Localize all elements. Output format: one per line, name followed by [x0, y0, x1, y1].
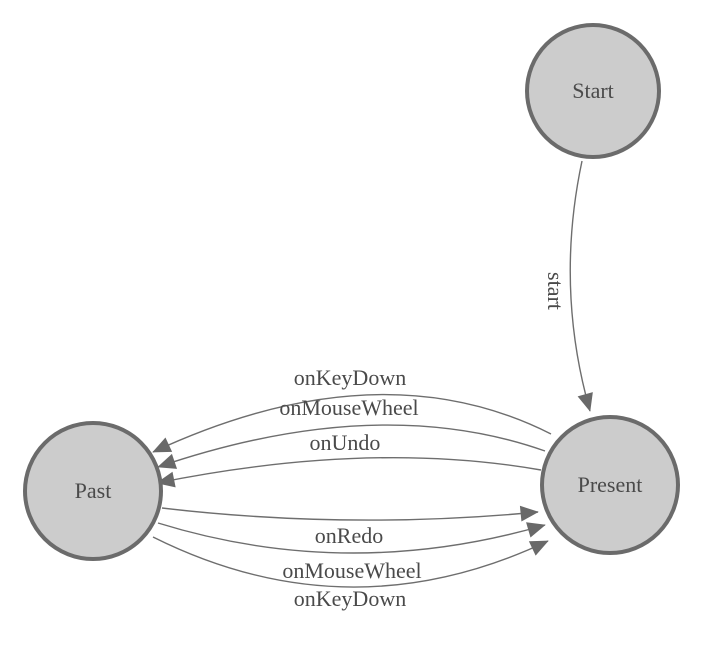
- edge-label-onmousewheel-bottom: onMouseWheel: [282, 558, 421, 583]
- edge-path-onmousewheel-top: [157, 424, 546, 469]
- node-past[interactable]: Past: [23, 421, 163, 561]
- node-present-label: Present: [578, 472, 643, 497]
- edge-label-onredo: onRedo: [315, 523, 383, 548]
- edge-label-onkeydown-top: onKeyDown: [294, 365, 406, 390]
- node-past-label: Past: [75, 478, 112, 503]
- edge-past-to-present-onkeydown: onKeyDown: [152, 536, 549, 611]
- node-start-label: Start: [572, 78, 614, 103]
- node-past-circle[interactable]: [23, 421, 163, 561]
- edge-label-onkeydown-bottom: onKeyDown: [294, 586, 406, 611]
- edge-path-onmousewheel-bottom: [157, 522, 546, 554]
- node-start[interactable]: Start: [525, 23, 661, 159]
- edge-present-to-past-onkeydown: onKeyDown: [152, 365, 552, 453]
- edge-past-to-present-onredo: onRedo: [161, 505, 539, 548]
- edge-present-to-past-onmousewheel: onMouseWheel: [157, 395, 546, 469]
- edge-path-onkeydown-bottom: [152, 536, 549, 588]
- edge-path-onkeydown-top: [152, 393, 552, 453]
- edge-path-onundo: [156, 456, 542, 488]
- node-present[interactable]: Present: [540, 415, 680, 555]
- edge-path-onredo: [161, 505, 539, 522]
- edge-label-onundo: onUndo: [310, 430, 381, 455]
- edge-label-onmousewheel-top: onMouseWheel: [279, 395, 418, 420]
- node-start-circle[interactable]: [525, 23, 661, 159]
- edge-path-start: [569, 160, 593, 412]
- edge-start-to-present: start: [543, 160, 593, 412]
- edge-present-to-past-onundo: onUndo: [156, 430, 542, 488]
- edge-past-to-present-onmousewheel: onMouseWheel: [157, 522, 546, 583]
- node-present-circle[interactable]: [540, 415, 680, 555]
- edge-label-start: start: [543, 272, 568, 310]
